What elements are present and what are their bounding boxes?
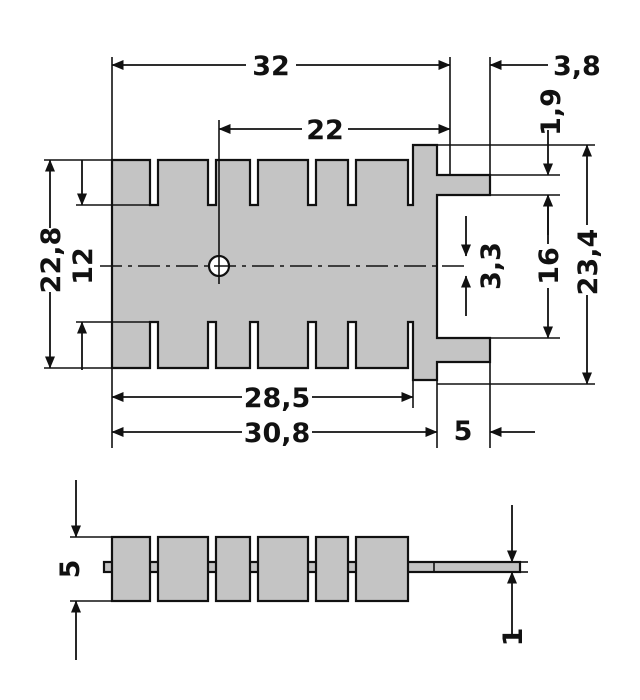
label-mask [242, 417, 312, 447]
label-mask [242, 382, 312, 412]
label-mask [572, 225, 602, 295]
base-plate [102, 560, 522, 574]
dim-label-5-tab: 5 [454, 416, 473, 447]
label-mask [302, 114, 348, 144]
dim-label-32: 32 [252, 51, 290, 82]
dim-label-22: 22 [306, 115, 344, 146]
fin-block [214, 535, 252, 603]
top-view: 32 3,8 22 1,9 23,4 16 3,3 22,8 12 [35, 50, 604, 449]
dim-label-1: 1 [498, 628, 529, 647]
side-view: 5 1 [55, 480, 529, 660]
heatsink-body [110, 143, 492, 382]
dim-label-5-height: 5 [55, 560, 86, 579]
dim-label-3-3: 3,3 [476, 242, 507, 290]
fin-block [110, 535, 152, 603]
dim-label-1-9: 1,9 [536, 88, 567, 136]
dim-label-28-5: 28,5 [244, 383, 311, 414]
fin-block [314, 535, 350, 603]
dim-label-3-8: 3,8 [553, 51, 601, 82]
dim-label-23-4: 23,4 [573, 229, 604, 296]
label-mask [246, 50, 296, 80]
dim-label-22-8: 22,8 [36, 227, 67, 294]
dim-label-30-8: 30,8 [244, 418, 311, 449]
fin-block [354, 535, 410, 603]
fin-block [156, 535, 210, 603]
fin-block [256, 535, 310, 603]
label-mask [534, 244, 562, 288]
dim-label-12: 12 [68, 247, 99, 285]
dim-label-16: 16 [534, 247, 565, 285]
label-mask [35, 228, 65, 292]
